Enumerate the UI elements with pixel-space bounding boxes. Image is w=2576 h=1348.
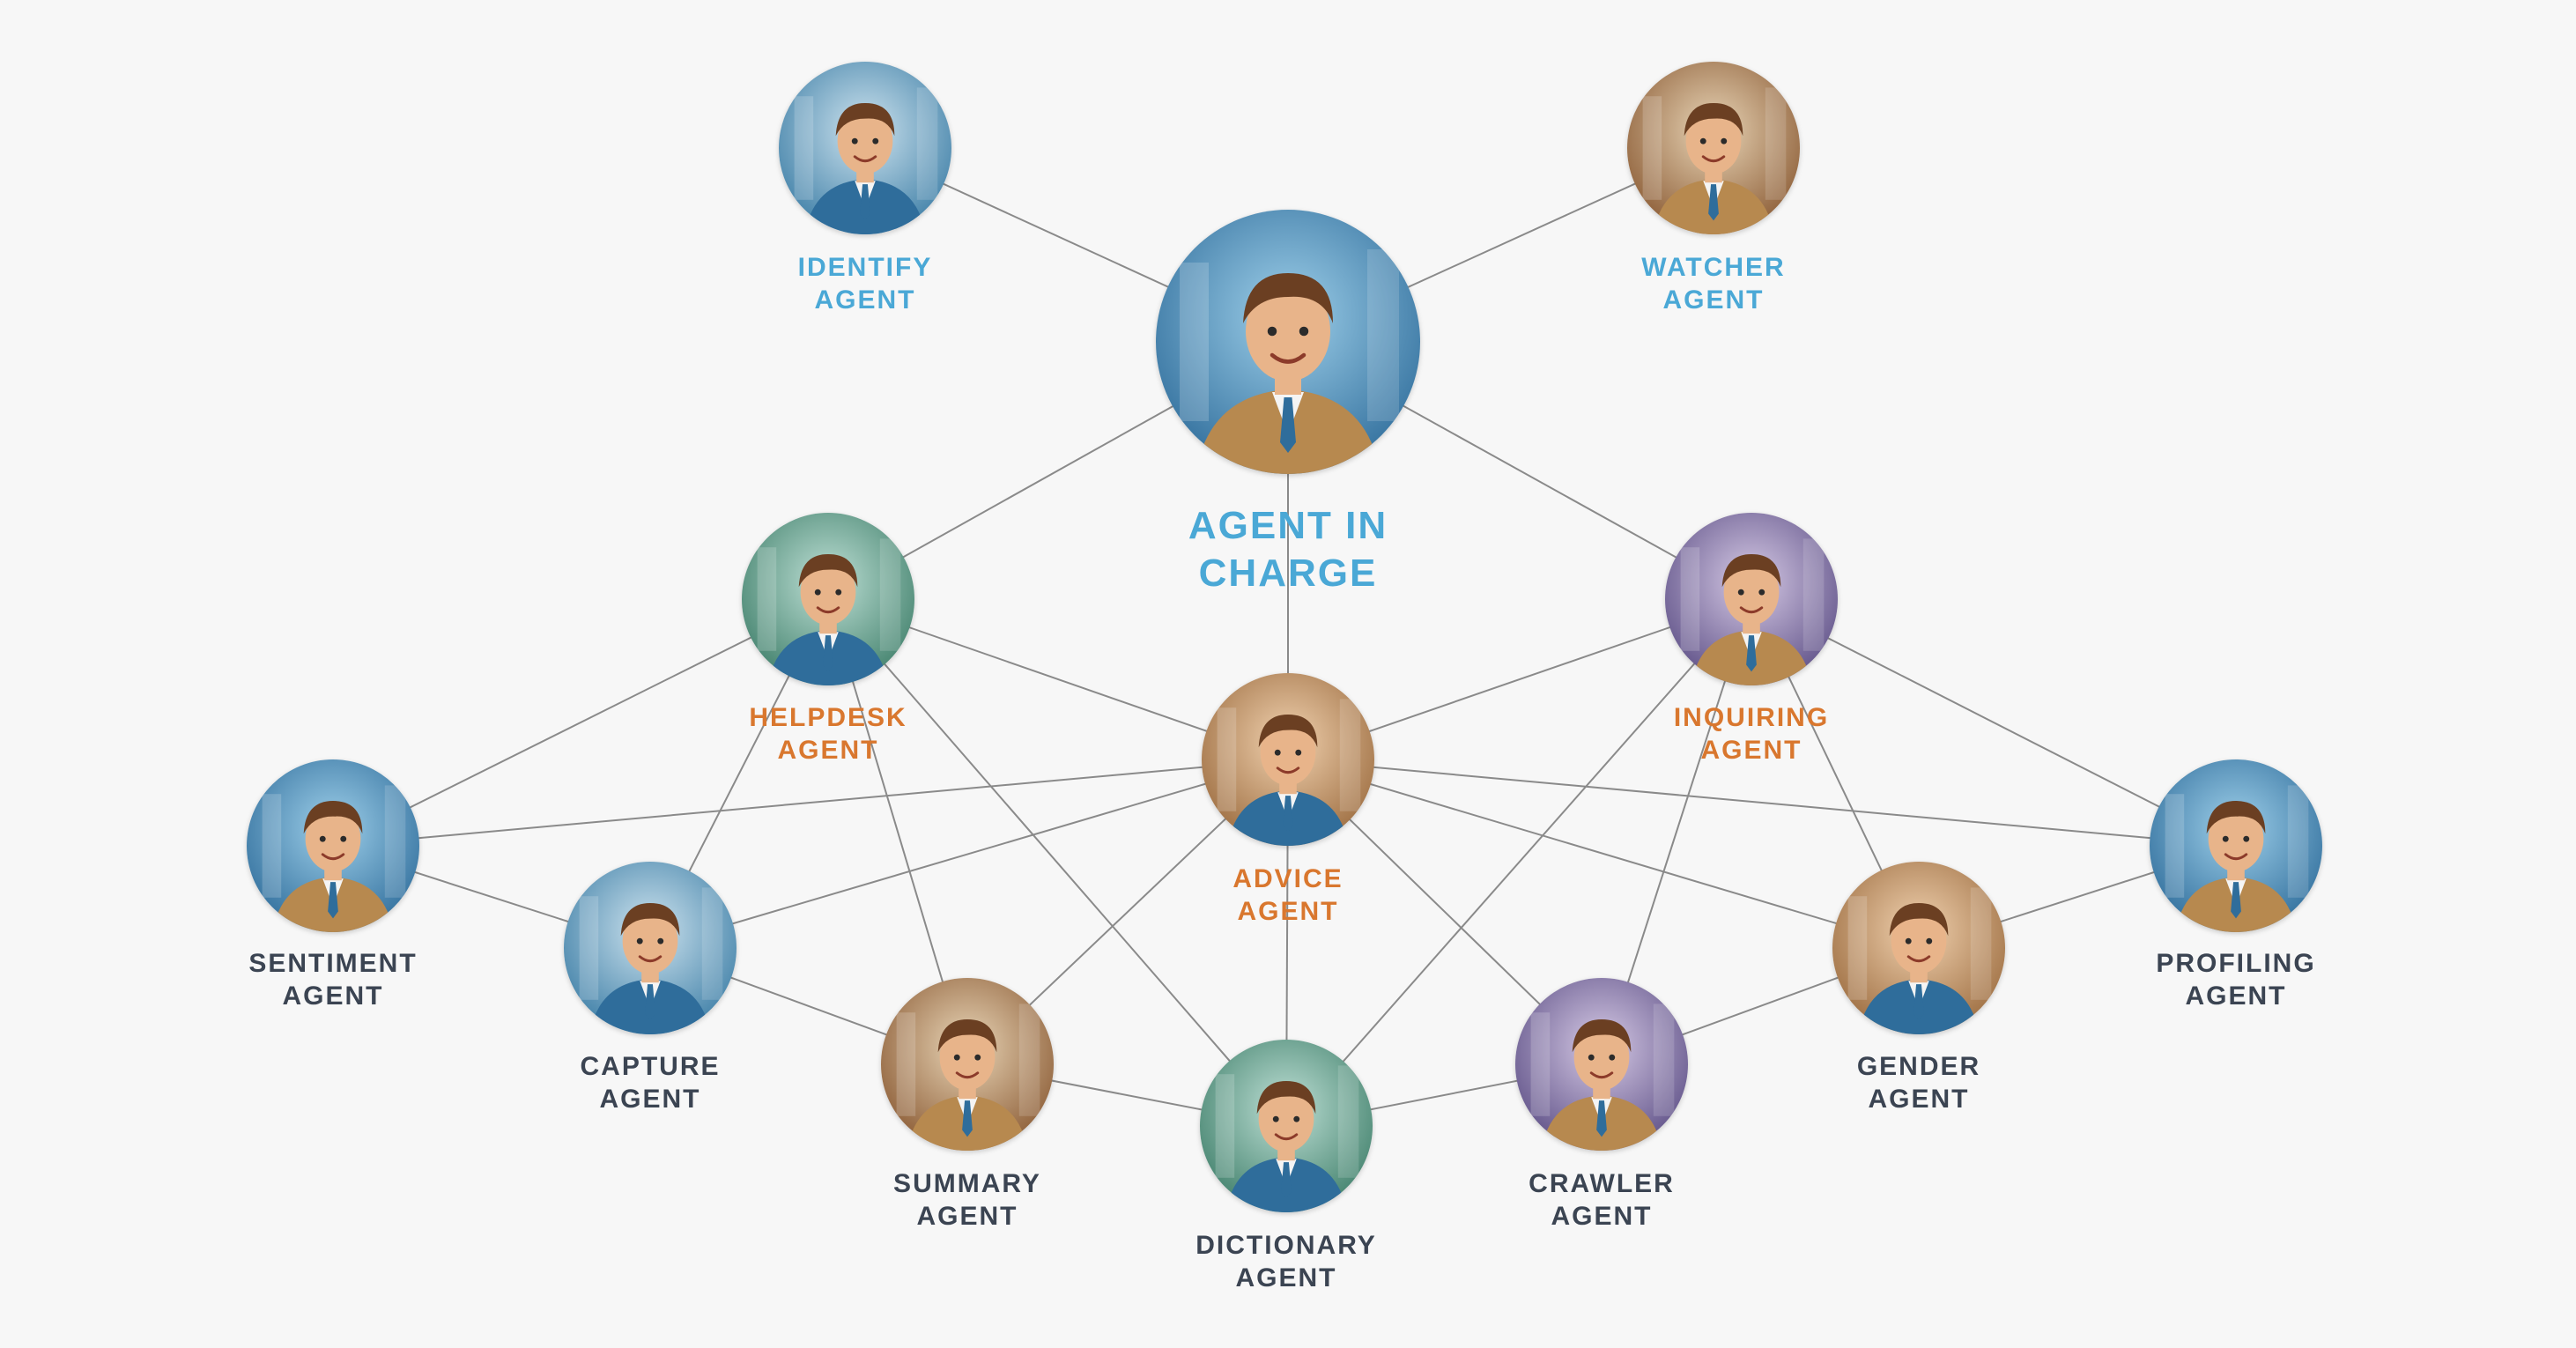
agent-label-helpdesk: HELPDESK AGENT (749, 702, 907, 767)
agent-label-capture: CAPTURE AGENT (580, 1051, 720, 1115)
thinker-agent-avatar-icon (881, 978, 1054, 1151)
agent-label-watcher: WATCHER AGENT (1641, 252, 1785, 316)
agent-label-line: GENDER (1856, 1052, 1981, 1081)
agent-label-line: PROFILING (2156, 949, 2316, 978)
agent-label-line: AGENT (1551, 1201, 1653, 1231)
agent-label-line: HELPDESK (749, 703, 907, 732)
edge-inquiring-profiling (1751, 598, 2237, 847)
spider-agent-avatar-icon (1515, 978, 1688, 1151)
net-agent-avatar-icon (564, 862, 737, 1034)
agent-label-line: AGENT (814, 285, 916, 315)
agent-label-line: IDENTIFY (797, 253, 933, 282)
observer-agent-avatar-icon (1627, 62, 1800, 234)
agent-label-inquiring: INQUIRING AGENT (1674, 702, 1829, 767)
agent-label-line: AGENT (1662, 285, 1765, 315)
agent-label-line: SUMMARY (893, 1169, 1041, 1198)
agent-label-dictionary: DICTIONARY AGENT (1195, 1230, 1377, 1294)
agent-label-line: SENTIMENT (248, 949, 418, 978)
agent-label-identify: IDENTIFY AGENT (798, 252, 933, 316)
edge-advice-gender (1287, 759, 1920, 949)
agent-label-line: AGENT (282, 981, 384, 1011)
notebook-agent-avatar-icon (779, 62, 951, 234)
edge-helpdesk-dictionary (827, 598, 1287, 1127)
agent-label-summary: SUMMARY AGENT (893, 1168, 1041, 1233)
headset-agent-avatar-icon (742, 513, 914, 685)
agent-label-line: CHARGE (1198, 551, 1378, 595)
edge-helpdesk-sentiment (332, 598, 829, 847)
agent-label-line: DICTIONARY (1195, 1231, 1377, 1260)
edge-inquiring-dictionary (1285, 598, 1752, 1127)
agent-label-sentiment: SENTIMENT AGENT (248, 948, 417, 1012)
thumbs-up-agent-avatar-icon (1202, 673, 1374, 846)
book-agent-avatar-icon (1200, 1040, 1373, 1212)
microphone-agent-avatar-icon (1665, 513, 1838, 685)
agent-label-line: AGENT (599, 1084, 701, 1114)
agent-label-line: CAPTURE (580, 1052, 721, 1081)
agent-label-line: CRAWLER (1529, 1169, 1675, 1198)
agent-label-line: AGENT (1700, 735, 1802, 765)
agent-label-line: AGENT (2185, 981, 2287, 1011)
edge-advice-profiling (1287, 759, 2237, 847)
agent-label-line: AGENT (1235, 1263, 1337, 1292)
agent-label-line: AGENT (916, 1201, 1018, 1231)
agent-label-gender: GENDER AGENT (1857, 1051, 1980, 1115)
agent-label-line: AGENT (777, 735, 879, 765)
agent-label-line: AGENT (1868, 1084, 1970, 1114)
agent-label-profiling: PROFILING AGENT (2156, 948, 2315, 1012)
agent-label-line: AGENT (1237, 896, 1339, 926)
agent-label-crawler: CRAWLER AGENT (1529, 1168, 1675, 1233)
headset-agent-avatar-icon (1156, 210, 1420, 474)
agent-label-line: INQUIRING (1673, 703, 1830, 732)
split-face-agent-avatar-icon (1832, 862, 2005, 1034)
hooded-heart-agent-avatar-icon (247, 759, 419, 932)
edge-advice-sentiment (332, 759, 1289, 847)
agent-label-advice: ADVICE AGENT (1232, 863, 1343, 928)
edge-advice-capture (649, 759, 1289, 949)
agent-label-line: WATCHER (1641, 253, 1786, 282)
agent-label-line: AGENT IN (1188, 504, 1388, 547)
agent-label-line: ADVICE (1232, 864, 1344, 893)
puzzle-agent-avatar-icon (2150, 759, 2322, 932)
